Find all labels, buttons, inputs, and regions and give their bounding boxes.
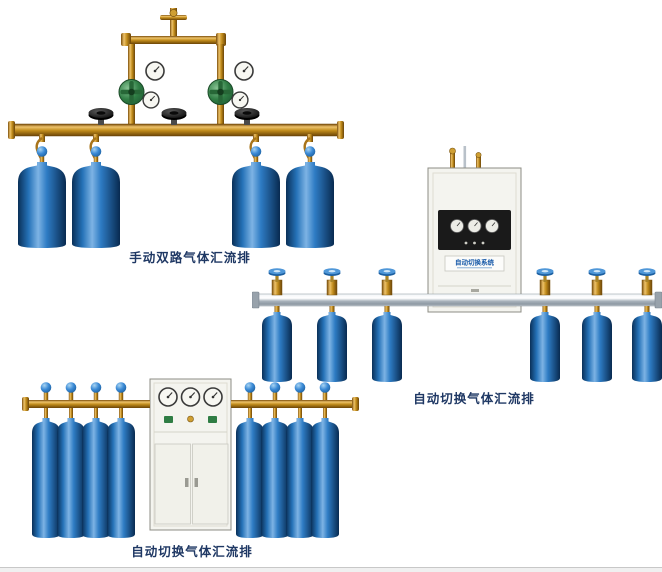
cylinder-station xyxy=(82,382,110,538)
cylinder-station xyxy=(261,382,289,538)
cylinder-station xyxy=(32,382,60,538)
product-caption: 自动切换气体汇流排 xyxy=(413,391,535,406)
pressure-gauge xyxy=(145,61,165,81)
gas-cylinder xyxy=(57,418,85,538)
valve-disc-knob xyxy=(268,268,286,282)
product-caption: 手动双路气体汇流排 xyxy=(129,250,251,265)
valve-disc-knob xyxy=(588,268,606,282)
pressure-gauge xyxy=(203,387,223,407)
gas-cylinder xyxy=(372,312,402,382)
auto-switch-cabinet-illustration xyxy=(22,378,359,538)
cylinder-station xyxy=(18,134,66,248)
right-header-pipe xyxy=(231,400,355,408)
cylinder-valve-knob xyxy=(244,382,256,400)
gas-cylinder xyxy=(261,418,289,538)
cylinder-station xyxy=(582,268,612,382)
right-pressure-regulator xyxy=(207,61,254,109)
cylinder-station xyxy=(72,134,120,248)
gas-cylinder xyxy=(530,312,560,382)
pressure-gauge xyxy=(142,91,160,109)
cylinder-valve-knob xyxy=(36,146,48,164)
footer-band xyxy=(0,568,662,572)
cylinder-station xyxy=(232,134,280,248)
footer-divider-line xyxy=(0,567,662,568)
header-pipe xyxy=(11,123,341,137)
gas-cylinder xyxy=(632,312,662,382)
cylinder-station xyxy=(286,134,334,248)
product-caption: 自动切换气体汇流排 xyxy=(131,544,253,559)
cylinder-valve-knob xyxy=(90,146,102,164)
control-cabinet: 自动切换系统 xyxy=(427,146,522,313)
inlet-pipe-assembly xyxy=(121,8,226,46)
valve-handwheel xyxy=(161,108,187,125)
cylinder-station xyxy=(530,268,560,382)
gas-cylinder xyxy=(286,418,314,538)
cylinder-valve-knob xyxy=(115,382,127,400)
control-cabinet xyxy=(149,378,232,531)
valve-disc-knob xyxy=(378,268,396,282)
pressure-gauge xyxy=(158,387,178,407)
manifold-pipe xyxy=(255,293,659,307)
cylinder-station xyxy=(632,268,662,382)
pressure-gauge xyxy=(180,387,201,407)
cylinder-valve-knob xyxy=(294,382,306,400)
product-figure-auto-switch-manifold-a: 自动切换系统 xyxy=(252,146,662,408)
valve-disc-knob xyxy=(323,268,341,282)
gas-cylinder xyxy=(18,162,66,248)
panel-gauges xyxy=(450,219,499,233)
left-pressure-regulator xyxy=(118,61,165,109)
cylinder-station xyxy=(372,268,402,382)
valve-handwheel xyxy=(88,108,114,125)
gas-cylinder xyxy=(82,418,110,538)
cylinder-valve-knob xyxy=(319,382,331,400)
product-figure-manual-dual-manifold: 手动双路气体汇流排 xyxy=(8,8,344,266)
cylinder-station xyxy=(311,382,339,538)
gas-cylinder xyxy=(32,418,60,538)
cylinder-station xyxy=(107,382,135,538)
cylinder-valve-knob xyxy=(65,382,77,400)
valve-handwheel xyxy=(234,108,260,125)
cylinder-station xyxy=(236,382,264,538)
cylinder-station xyxy=(286,382,314,538)
cylinder-valve-knob xyxy=(269,382,281,400)
cylinder-station xyxy=(317,268,347,382)
left-header-pipe xyxy=(26,400,150,408)
gas-cylinder xyxy=(236,418,264,538)
auto-switch-manifold-illustration: 自动切换系统 xyxy=(252,146,662,382)
product-figure-auto-switch-manifold-b: 自动切换气体汇流排 xyxy=(18,372,363,562)
cylinder-valve-knob xyxy=(40,382,52,400)
gas-cylinder xyxy=(107,418,135,538)
valve-disc-knob xyxy=(638,268,656,282)
cylinder-valve-knob xyxy=(90,382,102,400)
cylinder-station xyxy=(57,382,85,538)
cabinet-door-left xyxy=(154,443,191,525)
manual-dual-manifold-illustration xyxy=(8,8,344,248)
pressure-gauge xyxy=(231,91,249,109)
cylinder-station xyxy=(262,268,292,382)
cabinet-door-right xyxy=(192,443,229,525)
cabinet-nameplate-text: 自动切换系统 xyxy=(455,258,495,267)
gas-cylinder xyxy=(72,162,120,248)
gas-cylinder xyxy=(582,312,612,382)
pressure-gauge xyxy=(234,61,254,81)
gas-cylinder xyxy=(311,418,339,538)
valve-disc-knob xyxy=(536,268,554,282)
